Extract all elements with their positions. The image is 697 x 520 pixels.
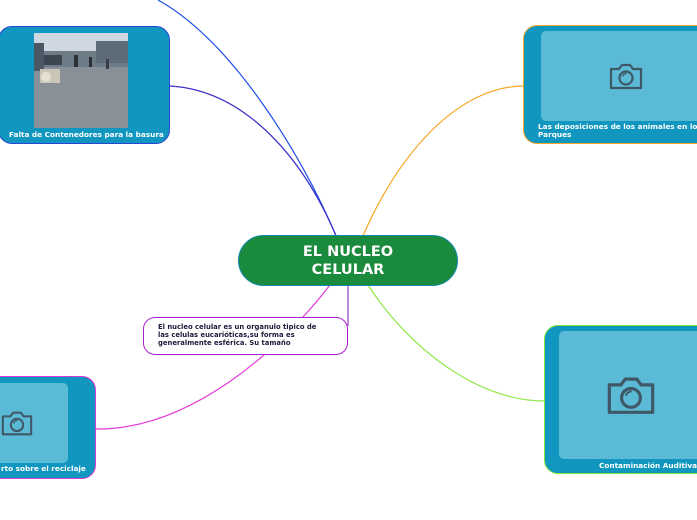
street-photo xyxy=(34,33,128,128)
topic-label: Falta de Contenedores para la basura xyxy=(9,130,164,139)
topic-falta-contenedores[interactable]: Falta de Contenedores para la basura xyxy=(0,26,170,144)
note-line3: generalmente esférica. Su tamaño xyxy=(158,339,291,348)
link-contaminacion xyxy=(367,284,547,402)
topic-label: rto sobre el reciclaje xyxy=(1,464,86,473)
note-line2: las celulas eucarióticas,su forma es xyxy=(158,331,295,340)
link-contenedores xyxy=(169,85,338,239)
image-placeholder xyxy=(559,331,697,459)
topic-label-line2: Parques xyxy=(538,130,572,139)
camera-icon xyxy=(607,377,655,414)
link-offscreen-top xyxy=(157,0,338,239)
camera-icon xyxy=(1,411,33,436)
link-reciclaje xyxy=(95,284,331,430)
link-deposiciones xyxy=(361,85,525,239)
topic-label: Contaminación Auditiva xyxy=(599,461,697,470)
topic-label-line1: Las deposiciones de los animales en los xyxy=(538,122,697,131)
central-topic[interactable]: EL NUCLEO CELULAR xyxy=(238,235,458,286)
central-topic-line2: CELULAR xyxy=(311,262,385,278)
topic-deposiciones-animales[interactable]: Las deposiciones de los animales en los … xyxy=(523,25,697,144)
image-placeholder xyxy=(541,31,697,121)
central-topic-line1: EL NUCLEO xyxy=(302,244,394,260)
note-line1: El nucleo celular es un organulo tipico … xyxy=(158,323,317,331)
image-placeholder xyxy=(0,383,68,463)
topic-contaminacion-auditiva[interactable]: Contaminación Auditiva xyxy=(544,325,697,474)
note-description[interactable]: El nucleo celular es un organulo tipico … xyxy=(143,317,348,355)
topic-reciclaje[interactable]: rto sobre el reciclaje xyxy=(0,376,96,479)
camera-icon xyxy=(609,63,643,90)
